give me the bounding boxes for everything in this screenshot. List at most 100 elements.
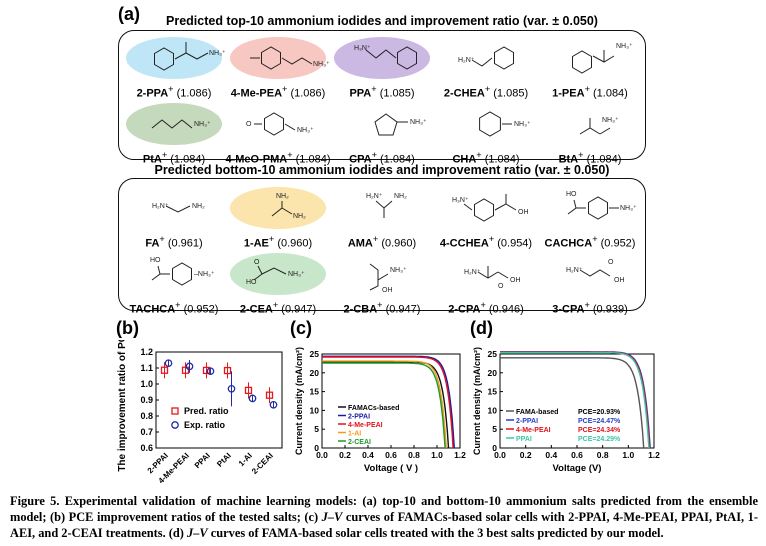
salt-name: BtA [558,153,579,166]
panel-a-label: (a) [118,4,140,24]
salt-label: 1-AE+ (0.960) [214,234,342,250]
jv-curve [322,356,454,449]
svg-text:NH₂: NH₂ [192,203,205,210]
salt-label: 3-CPA+ (0.939) [526,300,654,316]
salt-label: TACHCA+ (0.952) [110,300,238,316]
salt-name: 4-MeO-PMA [225,153,288,166]
y-tick-label: 0.6 [140,443,153,453]
pred-point [265,391,274,399]
svg-text:NH₃⁺: NH₃⁺ [313,61,330,68]
y-tick-label: 15 [310,387,320,397]
x-tick-label: 0.6 [571,450,583,460]
salt-name: 1-AE [243,237,269,250]
salt-name: FA [145,237,160,250]
svg-text:O: O [608,259,614,266]
svg-text:HO: HO [150,257,161,264]
salt-ratio: (1.084) [592,87,628,100]
y-axis-label: Current density (mA/cm²) [294,347,304,455]
svg-text:NH₂: NH₂ [293,213,306,220]
x-tick-label: 0.8 [597,450,609,460]
x-tick-label: 1.2 [454,450,466,460]
salt-label: 4-Me-PEA+ (1.086) [214,84,342,100]
panel-b-label: (b) [116,318,139,338]
exp-point [164,359,173,368]
y-tick-label: 1.0 [140,379,153,389]
svg-text:HO: HO [246,279,257,286]
y-tick-label: 20 [488,368,498,378]
caption-jv-2: J–V [187,526,208,540]
salt-label: CHA+ (1.084) [422,150,550,166]
salt-ratio: (0.939) [592,303,628,316]
salt-ratio: (1.084) [170,153,206,166]
x-tick-label: 0.2 [520,450,532,460]
svg-text:NH₃⁺: NH₃⁺ [514,121,531,128]
salt-label: BtA+ (1.084) [526,150,654,166]
x-tick-label: PPAI [193,451,212,470]
pred-point [244,386,253,395]
exp-point [206,367,215,376]
salt-ratio: (0.947) [385,303,421,316]
jv-curve [500,357,645,449]
salt-cell: NH₃⁺BtA+ (1.084) [526,100,654,172]
y-tick-label: 25 [488,349,498,359]
x-tick-label: 0.2 [339,450,351,460]
legend-label: Exp. ratio [184,420,226,430]
legend-label: Pred. ratio [184,406,229,416]
salt-ratio: (1.085) [493,87,529,100]
molecule-structure: H₂N⁺ [458,46,514,70]
legend-label: 1-AI [348,431,361,438]
molecule-structure: H₂N⁺OOH [464,266,521,290]
salt-cell: NH₃⁺ CHA+ (1.084) [422,100,550,172]
svg-text:NH₃⁺: NH₃⁺ [410,119,427,126]
svg-text:NH₃⁺: NH₃⁺ [390,267,407,274]
salt-name: 2-PPA [136,87,169,100]
salt-charge: + [168,84,174,94]
svg-text:O: O [246,121,252,128]
x-tick-label: 0.4 [545,450,557,460]
svg-text:OH: OH [518,209,529,216]
y-tick-label: 1.1 [140,363,153,373]
y-axis-label: Current density (mA/cm²) [472,347,482,455]
svg-text:NH₃⁺: NH₃⁺ [288,271,305,278]
salt-cell: NH₃⁺PtA+ (1.084) [110,100,238,172]
salt-ratio: (0.952) [600,237,636,250]
salt-charge: + [371,150,377,160]
salt-cell: NH₃⁺ 4-Me-PEA+ (1.086) [214,34,342,106]
molecule-structure: H₃N⁺ [334,37,430,79]
salt-ratio: (0.961) [167,237,203,250]
top-10-title: Predicted top-10 ammonium iodides and im… [166,14,598,28]
salt-ratio: (1.086) [176,87,212,100]
legend-label: 2-PPAI [516,418,538,425]
salt-name: 2-CEA [239,303,273,316]
y-tick-label: 20 [310,368,320,378]
exp-point [227,384,236,393]
svg-text:H₂N⁺: H₂N⁺ [366,193,383,200]
salt-name: PPA [349,87,372,100]
svg-text:OH: OH [614,277,625,284]
legend-label: 4-Me-PEAI [348,422,383,429]
figure-caption: Figure 5. Experimental validation of mac… [10,493,758,541]
legend-label: FAMACs-based [348,405,399,412]
salt-charge: + [161,150,168,160]
svg-text:H₂N⁺: H₂N⁺ [566,267,583,274]
salt-label: 2-CHEA+ (1.085) [422,84,550,100]
svg-text:NH₃⁺: NH₃⁺ [209,50,226,57]
salt-charge: + [476,150,482,160]
salt-label: 2-CEA+ (0.947) [214,300,342,316]
molecule-structure: H₂N⁺NH₂ [366,193,407,218]
salt-name: 3-CPA [552,303,585,316]
pred-point [181,366,190,374]
molecule-structure: H₃N⁺OH [452,194,529,222]
y-tick-label: 0.8 [140,411,153,421]
salt-charge: + [592,234,598,244]
y-tick-label: 10 [488,405,498,415]
salt-name: CACHCA [544,237,593,250]
salt-label: 4-CCHEA+ (0.954) [422,234,550,250]
x-tick-label: 2-CEAI [250,451,275,476]
exp-point [185,362,194,371]
